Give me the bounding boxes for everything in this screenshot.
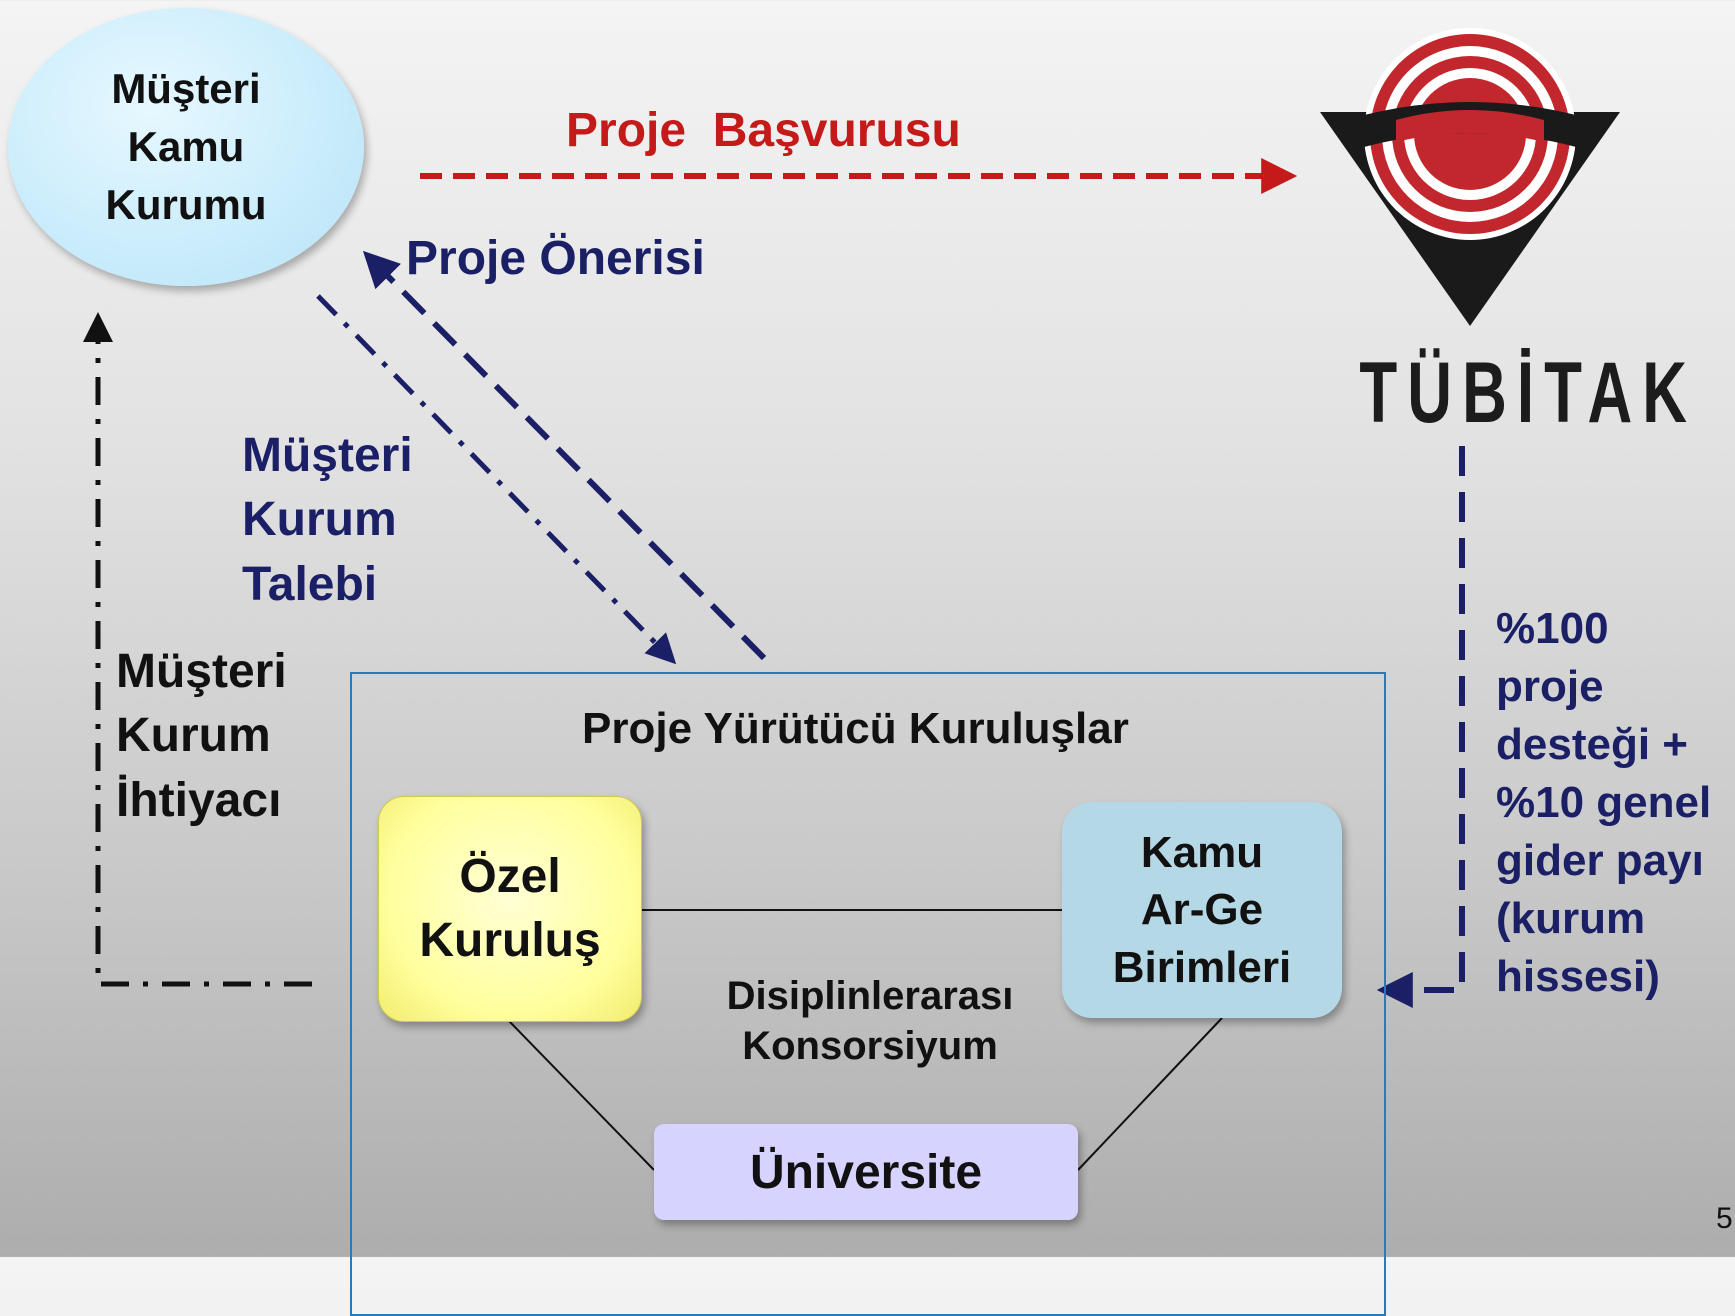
- request-arrow: [316, 294, 677, 665]
- public-rnd-label: Kamu Ar-Ge Birimleri: [1112, 828, 1292, 992]
- proposal-label: Proje Önerisi: [406, 232, 705, 285]
- proposal-arrow: [362, 250, 767, 661]
- university-node: Üniversite: [654, 1124, 1078, 1220]
- tubitak-logo-mark: [1320, 28, 1620, 326]
- client-node-label: Müşteri Kamu Kurumu: [105, 65, 267, 228]
- tubitak-logo-text: TÜBİTAK: [1359, 345, 1698, 441]
- private-sector-node: Özel Kuruluş: [378, 796, 642, 1022]
- consortium-title: Proje Yürütücü Kuruluşlar: [582, 704, 1129, 753]
- client-request-label: Müşteri Kurum Talebi: [242, 429, 413, 611]
- private-sector-label: Özel Kuruluş: [419, 849, 601, 967]
- connector-private-university: [507, 1019, 655, 1171]
- diagram-canvas: [83, 28, 1620, 1171]
- consortium-type-label: Disiplinlerarası Konsorsiyum: [726, 974, 1014, 1068]
- page-number: 5: [1716, 1202, 1733, 1235]
- funding-arrow: [1376, 446, 1465, 1008]
- need-arrow: [83, 312, 312, 987]
- client-need-label: Müşteri Kurum İhtiyacı: [116, 645, 287, 827]
- connector-public-university: [1077, 1017, 1223, 1171]
- public-rnd-node: Kamu Ar-Ge Birimleri: [1062, 802, 1342, 1018]
- application-label: Proje Başvurusu: [566, 104, 961, 157]
- client-node: Müşteri Kamu Kurumu: [8, 8, 364, 286]
- university-label: Üniversite: [749, 1145, 983, 1199]
- funding-label: %100 proje desteği + %10 genel gider pay…: [1496, 604, 1712, 1002]
